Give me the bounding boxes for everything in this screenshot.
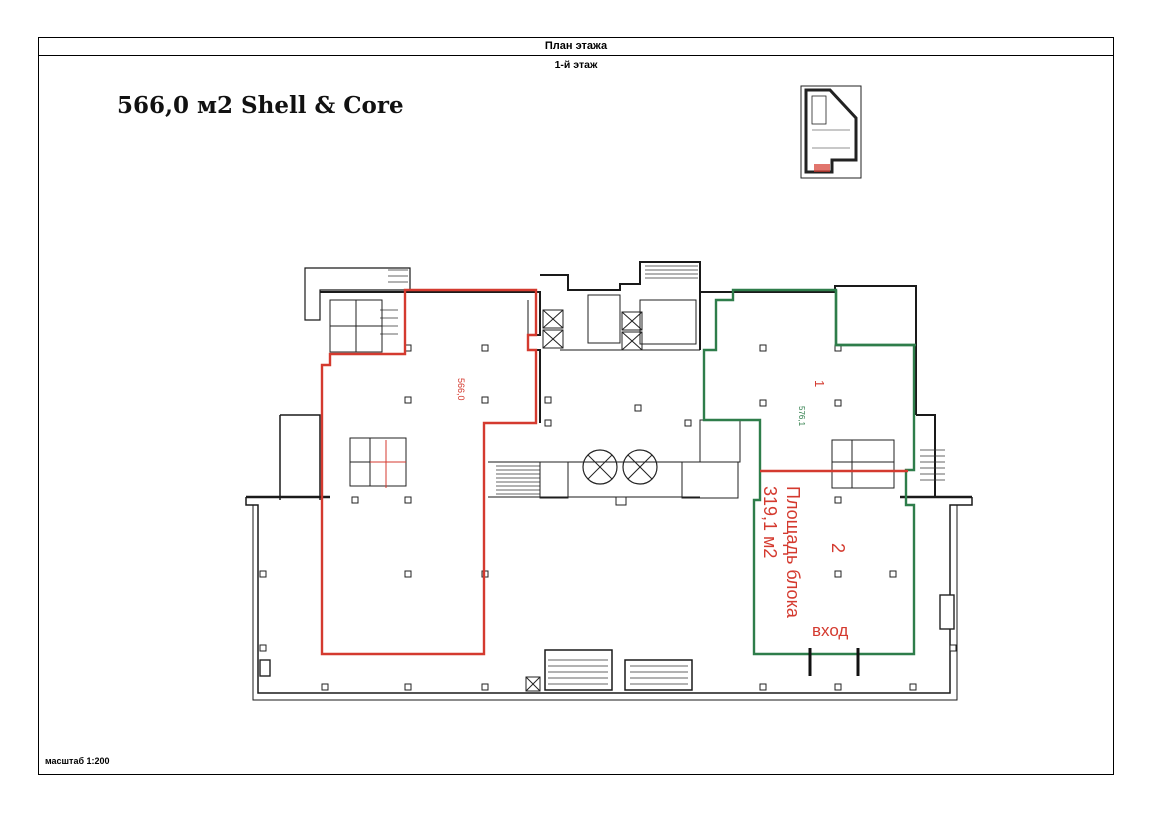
block-2-label-line1: Площадь блока [783, 486, 803, 619]
stairs [380, 265, 945, 685]
core-rooms [329, 294, 895, 499]
floor-subtitle: 1-й этаж [554, 59, 598, 71]
red-zone-core [370, 440, 406, 488]
key-plan [800, 85, 862, 179]
green-zone-corner [834, 290, 916, 347]
entrance-label: вход [812, 621, 848, 640]
outer-walls [245, 261, 973, 701]
green-zone-number: 1 [812, 380, 827, 387]
columns [259, 344, 957, 691]
sheet-title: План этажа [39, 38, 1113, 56]
elevators [525, 309, 658, 692]
area-headline: 566,0 м2 Shell & Core [117, 92, 404, 119]
block-2-number: 2 [828, 543, 848, 553]
green-zone-area-label: 576,1 [797, 406, 806, 427]
red-zone-outline [320, 288, 538, 656]
scale-label: масштаб 1:200 [45, 756, 110, 766]
block-2-label-line2: 319,1 м2 [760, 486, 780, 558]
red-zone-area-label: 566,0 [456, 378, 466, 401]
drawing-sheet: План этажа 1-й этаж 566,0 м2 Shell & Cor… [38, 37, 1114, 775]
